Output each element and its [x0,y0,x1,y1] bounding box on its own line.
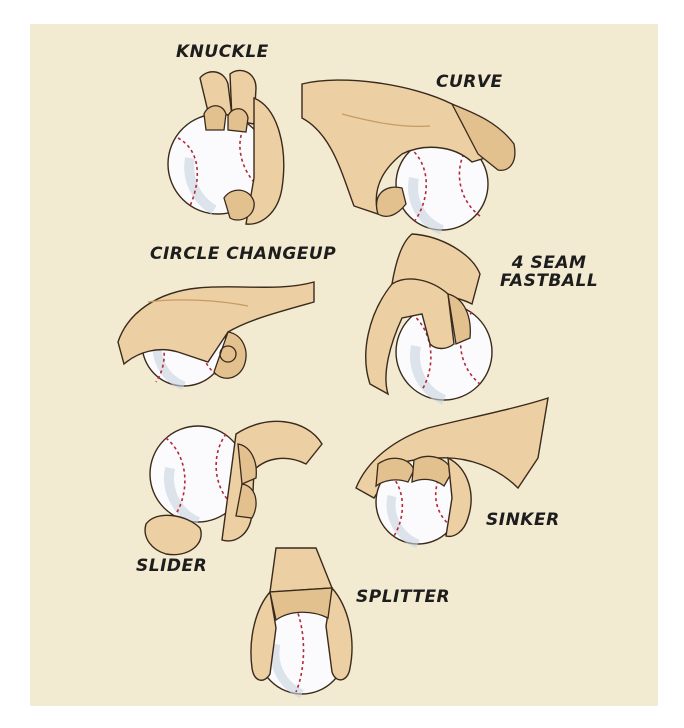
circle-changeup-grip-illustration [117,281,315,391]
label-four-seam-line2: FASTBALL [500,271,599,291]
label-sinker: SINKER [486,510,560,530]
sinker-grip-illustration [355,396,549,549]
label-splitter: SPLITTER [356,587,451,607]
label-four-seam-fastball: 4 SEAM FASTBALL [500,254,598,290]
label-slider: SLIDER [136,556,208,576]
four-seam-fastball-grip-illustration [365,233,493,405]
curve-grip-illustration [301,79,516,235]
label-circle-changeup: CIRCLE CHANGEUP [150,244,337,264]
slider-grip-illustration [144,420,323,556]
splitter-grip-illustration [250,547,353,699]
label-four-seam-line1: 4 SEAM [511,253,587,273]
label-curve: CURVE [436,72,503,92]
knuckle-grip-illustration [167,69,285,225]
label-knuckle: KNUCKLE [176,42,269,62]
pitch-grips-poster: KNUCKLE CURVE [30,24,658,706]
